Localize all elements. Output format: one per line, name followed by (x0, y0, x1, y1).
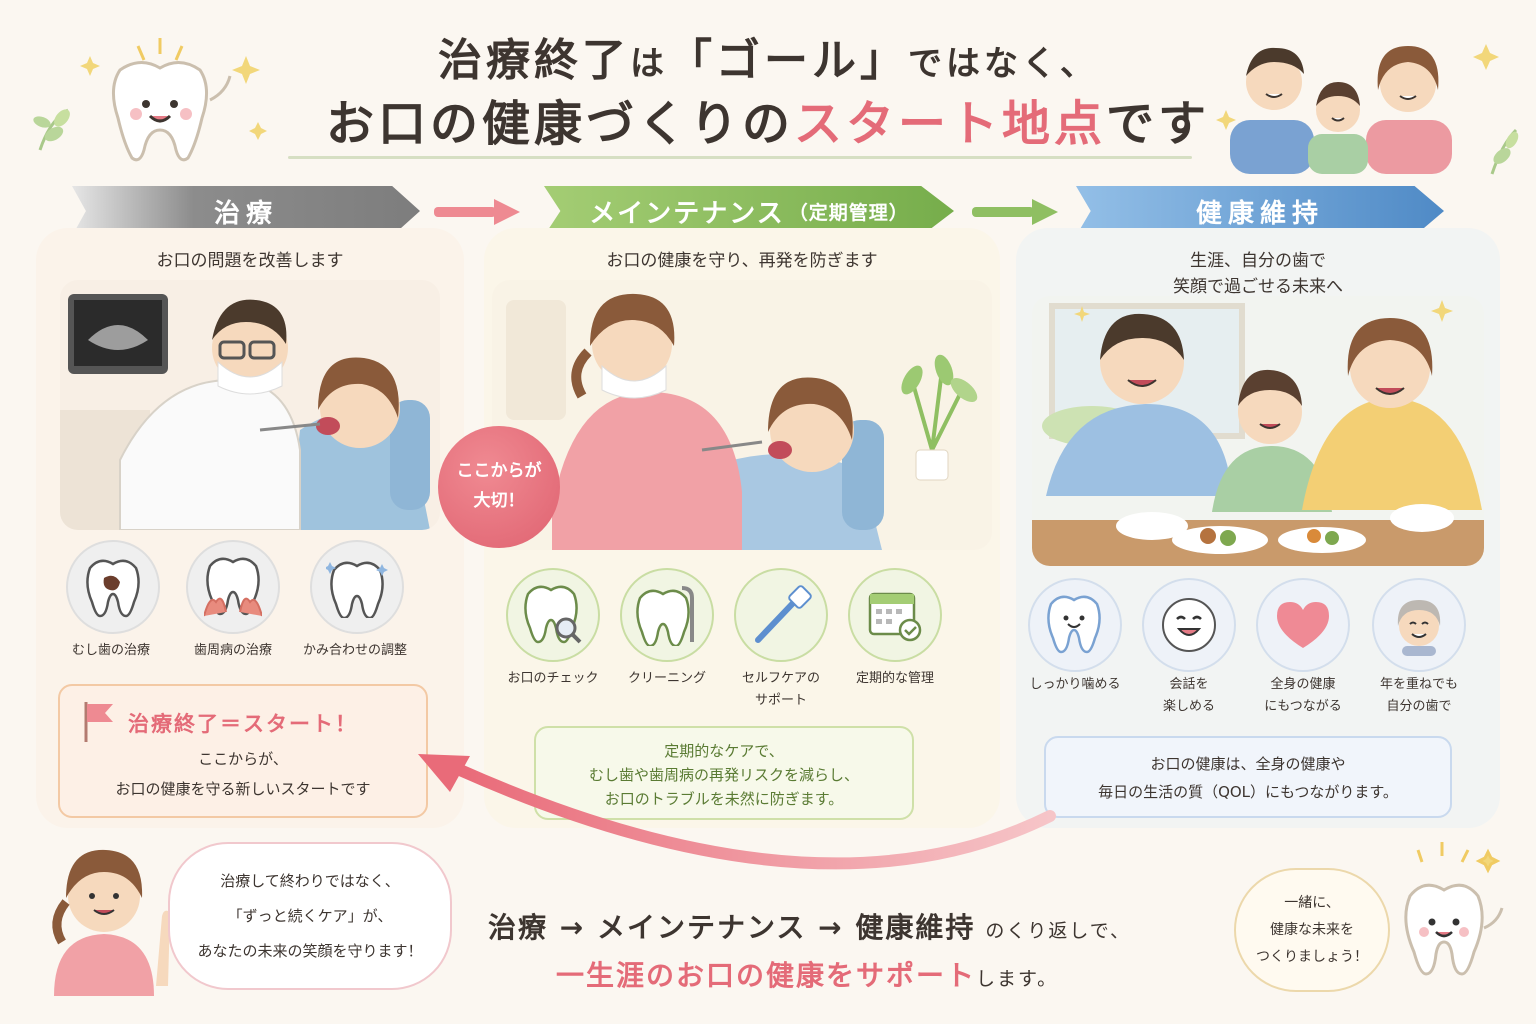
summary-line-2: 一生涯のお口の健康をサポートします。 (556, 954, 1058, 994)
bite-adjustment-tooth-icon (310, 540, 404, 634)
summary-highlight: 一生涯のお口の健康をサポート (556, 959, 977, 992)
family-illustration-icon (1216, 44, 1519, 175)
cavity-tooth-icon (66, 540, 160, 634)
item-label: 年を重ねでも 自分の歯で (1354, 674, 1484, 718)
header-divider (288, 156, 1192, 159)
stage-label: 治療 (213, 198, 278, 229)
elderly-person-icon (1372, 578, 1466, 672)
stage-sub-label: （定期管理） (788, 201, 909, 224)
heart-icon (1256, 578, 1350, 672)
mascot-speech-bubble: 一緒に、 健康な未来を つくりましょう！ (1234, 868, 1390, 992)
stage-caption: お口の問題を改善します (156, 251, 344, 271)
bubble-line: 一緒に、 (1284, 895, 1340, 911)
item-label-line: にもつながる (1264, 699, 1342, 714)
item-label-line: セルフケアの (741, 671, 820, 686)
toothbrush-icon (734, 568, 828, 662)
advice-speech-bubble: 治療して終わりではなく、 「ずっと続くケア」が、 あなたの未来の笑顔を守ります！ (168, 842, 452, 990)
callout-line: お口の健康を守る新しいスタートです (115, 780, 371, 798)
title-part: 治療終了 (438, 35, 630, 86)
caption-line: 生涯、自分の歯で (1190, 251, 1326, 271)
arrow-right-icon (972, 199, 1058, 225)
title-line-2: お口の健康づくりのスタート地点です (0, 84, 1536, 154)
info-line: お口のトラブルを未然に防ぎます。 (604, 790, 844, 808)
info-line: 定期的なケアで、 (664, 742, 784, 760)
treatment-scene-illustration (60, 280, 440, 530)
smiling-face-icon (1142, 578, 1236, 672)
tooth-mascot-waving-icon (1404, 842, 1504, 976)
item-label: むし歯の治療 (71, 643, 150, 658)
start-callout-box: 治療終了＝スタート！ ここからが、 お口の健康を守る新しいスタートです (58, 684, 428, 818)
item-label-line: 楽しめる (1162, 699, 1215, 714)
summary-line-1: 治療 → メインテナンス → 健康維持のくり返しで、 (488, 906, 1131, 946)
item-label-line: 全身の健康 (1270, 677, 1336, 692)
family-dining-scene-illustration (1032, 296, 1484, 566)
item-label-line: サポート (754, 693, 807, 708)
title-part: 「ゴール」 (668, 35, 908, 86)
item-label: セルフケアの サポート (716, 668, 846, 712)
bubble-line: つくりましょう！ (1256, 949, 1368, 965)
bubble-line: あなたの未来の笑顔を守ります！ (197, 942, 423, 960)
title-highlight: スタート地点 (793, 96, 1106, 152)
item-label: 定期的な管理 (855, 671, 934, 686)
magnifier-tooth-icon (506, 568, 600, 662)
badge-line: ここからが (456, 461, 542, 481)
cleaning-tool-tooth-icon (620, 568, 714, 662)
item-label-line: 自分の歯で (1386, 699, 1452, 714)
title-part: ではなく、 (908, 44, 1098, 84)
stage-label: 健康維持 (1195, 198, 1324, 229)
bubble-line: 治療して終わりではなく、 (220, 872, 400, 890)
caption-line: 笑顔で過ごせる未来へ (1173, 277, 1343, 297)
calendar-check-icon (848, 568, 942, 662)
gum-disease-tooth-icon (186, 540, 280, 634)
item-label: クリーニング (627, 671, 706, 686)
stage-caption: お口の健康を守り、再発を防ぎます (606, 251, 878, 271)
qol-info-box: お口の健康は、全身の健康や 毎日の生活の質（QOL）にもつながります。 (1044, 736, 1452, 818)
summary-cycle: 治療 → メインテナンス → 健康維持 (488, 911, 976, 944)
item-label: 全身の健康 にもつながる (1238, 674, 1368, 718)
maintenance-scene-illustration (492, 280, 992, 550)
flag-icon (84, 702, 113, 742)
stage-banner-maintenance: メインテナンス（定期管理） (544, 186, 954, 236)
stage-label: メインテナンス (589, 198, 785, 229)
item-label: かみ合わせの調整 (302, 643, 407, 658)
info-line: お口の健康は、全身の健康や (1150, 755, 1346, 773)
start-callout-heading: 治療終了＝スタート！ (128, 712, 358, 736)
item-label-line: 会話を (1169, 677, 1209, 692)
arrow-right-icon (434, 199, 520, 225)
title-part: は (630, 44, 668, 84)
care-info-box: 定期的なケアで、 むし歯や歯周病の再発リスクを減らし、 お口のトラブルを未然に防… (534, 726, 914, 820)
bubble-line: 健康な未来を (1270, 922, 1354, 938)
bubble-line: 「ずっと続くケア」が、 (227, 907, 393, 925)
info-line: 毎日の生活の質（QOL）にもつながります。 (1098, 783, 1398, 801)
smiling-tooth-icon (1028, 578, 1122, 672)
title-line-1: 治療終了は「ゴール」ではなく、 (0, 24, 1536, 88)
item-label: 会話を 楽しめる (1124, 674, 1254, 718)
item-label: お口のチェック (507, 671, 599, 686)
callout-line: ここからが、 (198, 750, 288, 768)
staff-pointing-illustration (52, 849, 170, 996)
start-callout-body: ここからが、 お口の健康を守る新しいスタートです (60, 744, 426, 804)
stage-caption: 生涯、自分の歯で 笑顔で過ごせる未来へ (1016, 248, 1500, 300)
item-label: 歯周病の治療 (193, 643, 272, 658)
summary-tail: のくり返しで、 (985, 920, 1132, 942)
title-part: お口の健康づくりの (325, 96, 794, 152)
title-part: です (1106, 96, 1211, 152)
item-label-line: 年を重ねでも (1379, 677, 1458, 692)
important-badge: ここからが 大切！ (438, 426, 560, 548)
stage-banner-health: 健康維持 (1076, 186, 1444, 236)
item-label: しっかり噛める (1029, 677, 1121, 692)
tooth-mascot-icon (33, 38, 267, 162)
cycle-arrow-icon (418, 754, 1056, 870)
badge-line: 大切！ (473, 491, 525, 511)
info-line: むし歯や歯周病の再発リスクを減らし、 (588, 766, 859, 784)
stage-banner-treatment: 治療 (72, 186, 420, 236)
summary-tail: します。 (976, 968, 1059, 990)
